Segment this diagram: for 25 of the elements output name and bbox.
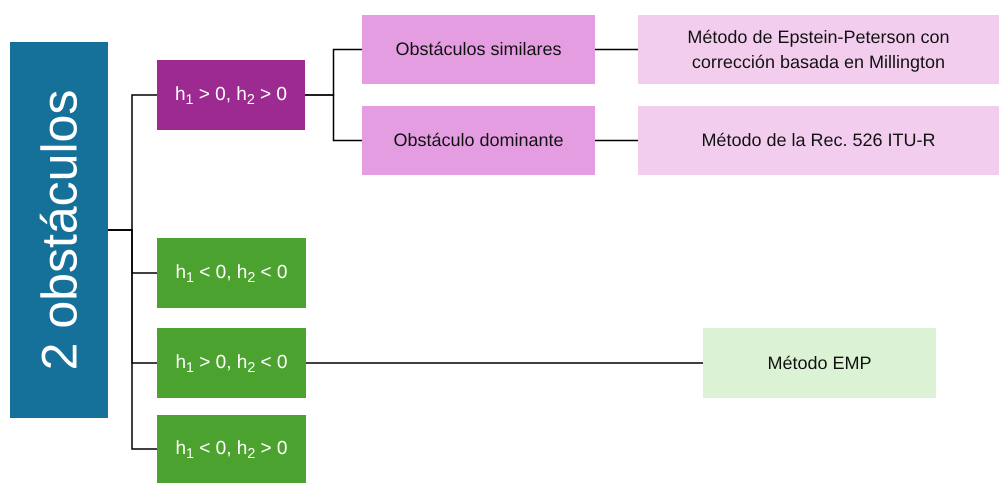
connector-line	[595, 48, 638, 50]
connector-line	[108, 229, 157, 450]
connector-line	[306, 362, 703, 364]
node-text: h$_{1}$ < 0, h$_{2}$ < 0	[174, 260, 289, 286]
title-text: 2 obstáculos	[34, 90, 84, 370]
node-text: Obstáculos similares	[394, 38, 563, 62]
condition-box	[157, 60, 305, 130]
node-text: h$_{1}$ < 0, h$_{2}$ > 0	[174, 436, 289, 462]
node-text: Método de Epstein-Peterson con corrección basada en Millington	[686, 26, 951, 74]
condition-box	[157, 328, 306, 398]
node-text: h$_{1}$ > 0, h$_{2}$ > 0	[174, 82, 288, 108]
condition-box	[157, 415, 306, 483]
condition-box	[157, 238, 306, 308]
node-text: h$_{1}$ > 0, h$_{2}$ < 0	[174, 350, 289, 376]
title-bar	[10, 42, 108, 418]
node-text: Método de la Rec. 526 ITU-R	[700, 129, 937, 152]
connector-line	[595, 140, 638, 142]
method-box	[703, 328, 936, 398]
node-text: Método EMP	[766, 352, 873, 375]
case-box	[362, 106, 595, 175]
method-box	[638, 15, 999, 84]
connector-line	[305, 94, 362, 142]
case-box	[362, 15, 595, 84]
node-text: Obstáculo dominante	[392, 129, 565, 152]
method-box	[638, 106, 999, 175]
